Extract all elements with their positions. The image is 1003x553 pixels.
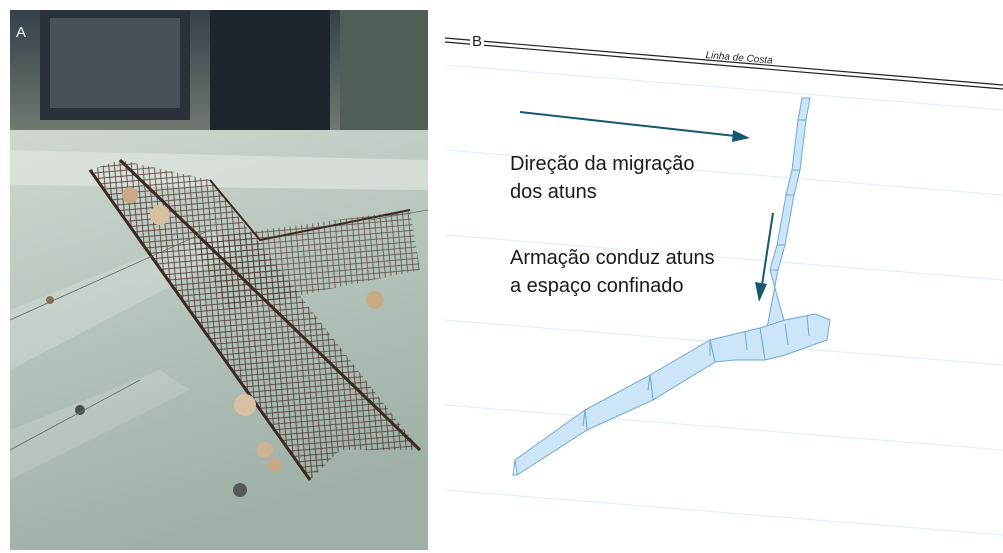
migration-label-line-2: dos atuns [510,181,597,203]
armacao-net [514,97,831,476]
tuna-trap-model-photo [10,10,428,550]
armacao-schematic [445,37,1003,536]
migration-arrow-icon [519,111,750,142]
coastline [445,37,1003,90]
migration-label-line-1: Direção da migração [510,153,695,175]
armacao-label: Armação conduz atuns a espaço confinado [510,244,750,300]
panel-b-letter: B [470,33,485,50]
armacao-label-line-1: Armação conduz atuns [510,247,715,269]
armacao-label-line-2: a espaço confinado [510,275,684,297]
panel-a-letter: A [16,24,27,41]
armacao-arrow-icon [755,212,774,302]
armacao-outline [512,315,810,476]
photo-panel [10,10,428,550]
diagram-panel [445,10,1003,550]
migration-label: Direção da migração dos atuns [510,150,750,206]
